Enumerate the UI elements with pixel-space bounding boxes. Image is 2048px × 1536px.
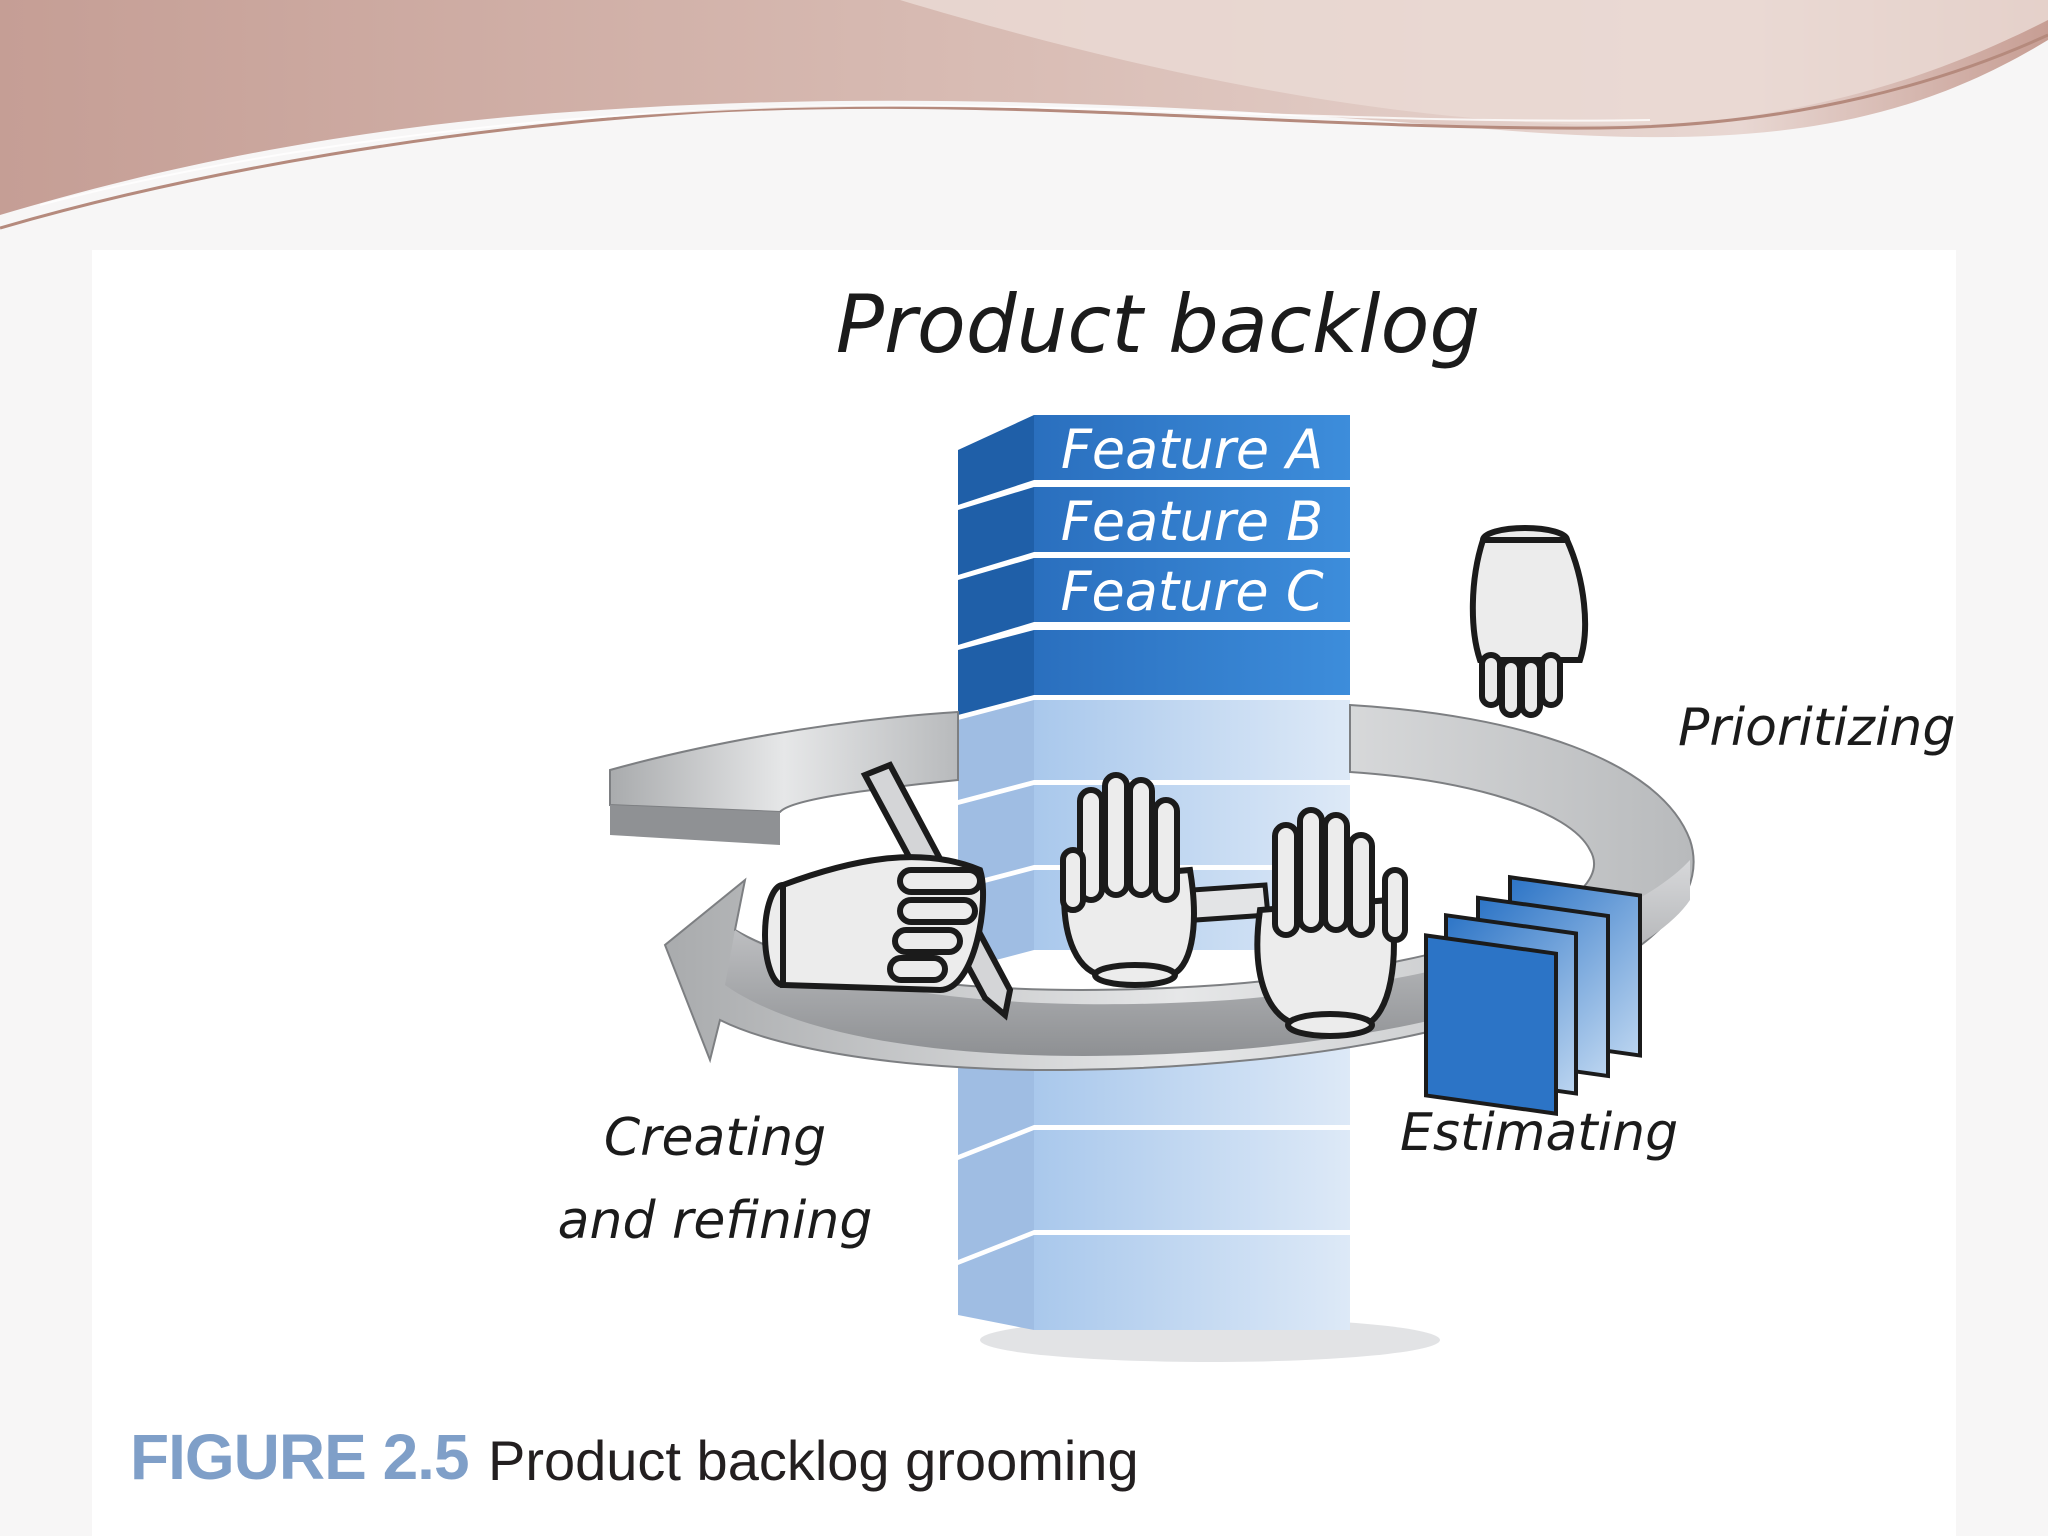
estimating-label: Estimating xyxy=(1400,1103,1678,1163)
feature-c-block xyxy=(1034,558,1350,622)
prioritizing-cards xyxy=(1424,874,1642,1116)
feature-a-block xyxy=(1034,415,1350,480)
estimating-right-hand-icon xyxy=(1254,807,1408,1039)
estimating-left-hand-icon xyxy=(1060,772,1197,988)
figure-caption: Product backlog grooming xyxy=(488,1429,1139,1492)
feature-b-label: Feature B xyxy=(1061,490,1323,553)
figure-number: FIGURE 2.5 xyxy=(130,1421,470,1493)
creating-label-line2: and refining xyxy=(558,1191,873,1251)
feature-c-label: Feature C xyxy=(1060,560,1323,623)
prioritizing-hand-icon xyxy=(1469,525,1589,718)
feature-b-block xyxy=(1034,487,1350,552)
backlog-stack-upper xyxy=(958,415,1350,715)
creating-hand-icon xyxy=(762,854,986,994)
creating-label-line1: Creating xyxy=(604,1108,826,1168)
prioritizing-label: Prioritizing xyxy=(1678,698,1955,758)
header-swoosh-banner xyxy=(0,0,2048,250)
feature-a-label: Feature A xyxy=(1061,418,1323,481)
diagram-title: Product backlog xyxy=(836,278,1480,371)
